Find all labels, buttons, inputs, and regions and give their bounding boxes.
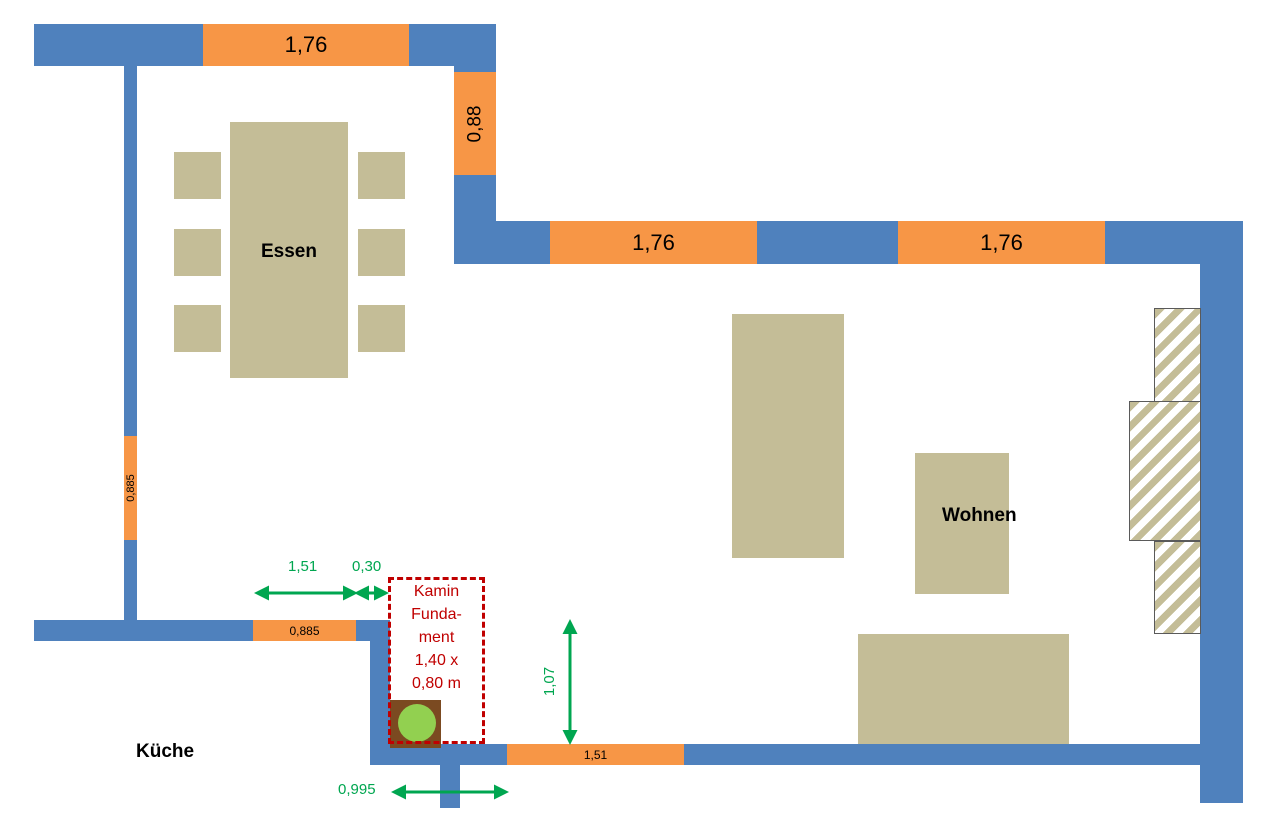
coffee-table: [915, 453, 1009, 594]
fireplace-text-line: Kamin: [413, 583, 460, 600]
fireplace-foundation: [388, 577, 485, 744]
window-middle-left: 1,76: [550, 221, 757, 264]
fireplace-text-line: ment: [418, 629, 455, 646]
window-middle-left-label: 1,76: [632, 229, 675, 255]
window-top-left: 1,76: [203, 24, 409, 66]
window-step-vertical: 0,88: [454, 72, 496, 175]
room-label-essen: Essen: [261, 241, 317, 262]
fireplace-foundation-text: Kamin Funda- ment 1,40 x 0,80 m: [388, 580, 485, 695]
dimension-label-151: 1,51: [288, 558, 318, 575]
sofa-left: [732, 314, 844, 558]
window-middle-right: 1,76: [898, 221, 1105, 264]
window-left-wall: 0,885: [124, 436, 137, 540]
room-label-wohnen: Wohnen: [942, 505, 1017, 526]
dining-chair: [174, 305, 221, 352]
dining-chair: [174, 229, 221, 276]
dimension-label-030: 0,30: [352, 558, 382, 575]
window-kitchen-wall: 0,885: [253, 620, 356, 641]
fireplace-text-line: 1,40 x: [414, 652, 459, 669]
shelf-lower: [1154, 541, 1201, 634]
window-top-left-label: 1,76: [284, 32, 328, 57]
sofa-bottom: [858, 634, 1069, 744]
window-kitchen-wall-label: 0,885: [289, 623, 320, 638]
window-bottom-label: 1,51: [583, 747, 608, 762]
room-label-kueche: Küche: [136, 741, 195, 762]
dimension-label-0995: 0,995: [338, 781, 376, 798]
wall-right: [1200, 221, 1243, 803]
fireplace-text-line: 0,80 m: [412, 675, 461, 692]
dining-chair: [174, 152, 221, 199]
fireplace-stove-icon: [398, 704, 436, 742]
window-middle-right-label: 1,76: [980, 229, 1023, 255]
dimension-label-107: 1,07: [541, 666, 559, 697]
dining-chair: [358, 229, 405, 276]
wall-kitchen-vertical: [370, 620, 390, 765]
dining-chair: [358, 305, 405, 352]
fireplace-text-line: Funda-: [411, 606, 462, 623]
dining-table: [230, 122, 348, 378]
shelf-middle: [1129, 401, 1201, 541]
window-bottom: 1,51: [507, 744, 684, 765]
dining-chair: [358, 152, 405, 199]
